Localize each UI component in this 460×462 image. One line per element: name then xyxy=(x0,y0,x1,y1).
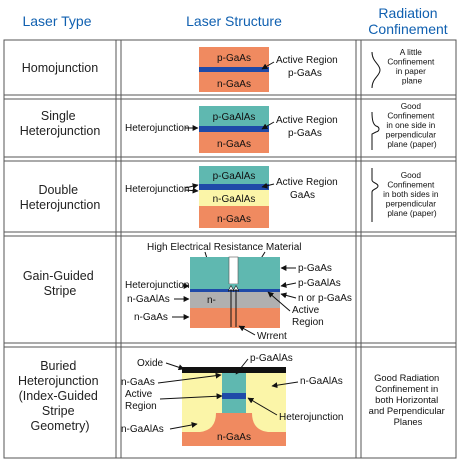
layer-p-gaalas xyxy=(222,373,246,393)
callout-n-gaas: n-GaAs xyxy=(134,312,168,323)
type-buried-heterojunction: Buried Heterojunction (Index-Guided Stri… xyxy=(18,359,102,433)
radiation-profile-single xyxy=(371,111,380,150)
active-layer xyxy=(199,184,269,190)
active-layer xyxy=(222,393,246,399)
arrow-current xyxy=(238,325,256,336)
arrow-active-region xyxy=(267,291,291,312)
active-layer xyxy=(199,67,269,72)
arrow-active-region xyxy=(261,121,275,130)
callout-active-region: Active Region xyxy=(276,177,338,188)
type-single-heterojunction: Single Heterojunction xyxy=(20,109,101,138)
layer-n-gaas xyxy=(199,206,269,228)
arrow-p-gaalas xyxy=(235,358,249,375)
layer-n-gaalas-bottom xyxy=(182,413,286,432)
callout-active-region: Active Region xyxy=(276,55,338,66)
type-homojunction: Homojunction xyxy=(22,61,98,75)
structure-double-heterojunction: p-GaAlAs n-GaAlAs n-GaAs Heterojunction … xyxy=(125,166,338,228)
callout-p-gaalas: p-GaAlAs xyxy=(250,353,293,364)
layer-n-gaalas xyxy=(199,190,269,206)
type-gain-guided-stripe: Gain-Guided Stripe xyxy=(23,269,97,298)
callout-oxide: Oxide xyxy=(137,358,164,369)
callout-p-gaas: p-GaAs xyxy=(288,128,322,139)
arrow-heterojunction-top xyxy=(184,183,199,190)
callout-active: Active xyxy=(125,389,153,400)
radiation-profile-double xyxy=(371,168,379,222)
callout-gaas: GaAs xyxy=(290,190,315,201)
callout-p-gaas: p-GaAs xyxy=(298,263,332,274)
arrow-active-region xyxy=(261,61,275,70)
header-radiation: Radiation xyxy=(378,5,437,21)
callout-n-gaalas-left: n-GaAlAs xyxy=(121,424,164,435)
callout-n-gaas: n-GaAs xyxy=(121,377,155,388)
arrow-heterojunction xyxy=(247,397,278,416)
layer-high-resistance-right xyxy=(238,257,280,284)
callout-heterojunction: Heterojunction xyxy=(279,412,343,423)
callout-n-or-p-gaas: n or p-GaAs xyxy=(298,293,352,304)
structure-single-heterojunction: p-GaAlAs n-GaAs Heterojunction Active Re… xyxy=(125,106,338,153)
arrow-p-gaalas xyxy=(280,281,297,288)
arrow-oxide xyxy=(165,362,185,371)
arrow-active-region xyxy=(159,393,223,400)
radiation-single-heterojunction: Good Confinement in one side in perpendi… xyxy=(386,101,439,149)
arrow-n-gaalas-right xyxy=(271,381,299,389)
arrow-n-gaalas-left xyxy=(169,422,198,430)
header-laser-structure: Laser Structure xyxy=(186,13,282,29)
layer-n-gaalas-right xyxy=(246,373,286,413)
layer-n-gaalas-left xyxy=(182,373,222,413)
table-grid xyxy=(3,39,457,459)
header-confinement: Confinement xyxy=(368,21,447,37)
callout-high-resistance: High Electrical Resistance Material xyxy=(147,242,302,253)
callout-p-gaalas: p-GaAlAs xyxy=(298,278,341,289)
callout-p-gaas: p-GaAs xyxy=(288,68,322,79)
callout-n-gaalas-right: n-GaAlAs xyxy=(300,376,343,387)
active-layer xyxy=(199,126,269,132)
callout-heterojunction: Heterojunction xyxy=(125,280,189,291)
callout-active-region: Active Region xyxy=(276,115,338,126)
arrow-heterojunction-bottom xyxy=(184,187,199,194)
layer-oxide xyxy=(182,367,286,373)
radiation-buried-heterojunction: Good Radiation Confinement in both Horiz… xyxy=(369,372,448,427)
layer-p-gaalas xyxy=(190,284,280,289)
stripe-contact xyxy=(228,256,239,285)
structure-buried-heterojunction: n-GaAs Oxide p-GaAlAs n-GaAs Active Regi… xyxy=(121,353,343,446)
layer-n-gaas xyxy=(199,132,269,153)
label-n-gaalas: n-GaAlAs xyxy=(213,194,256,205)
layer-n-gaas xyxy=(190,308,280,328)
radiation-double-heterojunction: Good Confinement in both sides in perpen… xyxy=(383,170,441,218)
callout-region: Region xyxy=(125,401,157,412)
label-n-gaas: n-GaAs xyxy=(217,214,251,225)
layer-p-gaalas xyxy=(199,106,269,126)
label-n-minus: n- xyxy=(207,295,216,306)
layer-n-gaas xyxy=(199,72,269,92)
layer-p-gaas xyxy=(199,47,269,67)
layer-p-gaalas xyxy=(199,166,269,184)
layer-n-gaalas-lower xyxy=(222,399,246,413)
callout-active: Active xyxy=(292,305,320,316)
callout-heterojunction: Heterojunction xyxy=(125,184,189,195)
radiation-homojunction: A little Confinement in paper plane xyxy=(387,47,436,86)
header-laser-type: Laser Type xyxy=(22,13,91,29)
radiation-profile-homojunction xyxy=(371,51,381,89)
layer-high-resistance-left xyxy=(190,257,229,284)
label-n-gaas: n-GaAs xyxy=(217,139,251,150)
label-p-gaas: p-GaAs xyxy=(217,53,251,64)
arrow-n-gaas xyxy=(157,372,222,384)
label-p-gaalas: p-GaAlAs xyxy=(213,171,256,182)
layer-n-gaalas xyxy=(190,292,280,308)
structure-homojunction: p-GaAs n-GaAs Active Region p-GaAs xyxy=(199,47,338,92)
callout-region: Region xyxy=(292,317,324,328)
callout-heterojunction: Heterojunction xyxy=(125,123,189,134)
label-p-gaalas: p-GaAlAs xyxy=(213,112,256,123)
type-double-heterojunction: Double Heterojunction xyxy=(20,183,101,212)
arrow-n-or-p-gaas xyxy=(280,292,297,299)
label-n-gaas: n-GaAs xyxy=(217,432,251,443)
arrow-active-region xyxy=(261,182,275,189)
label-n-gaas: n-GaAs xyxy=(217,79,251,90)
active-layer xyxy=(190,289,280,292)
structure-gain-guided-stripe: High Electrical Resistance Material n- H… xyxy=(125,242,352,342)
callout-n-gaalas: n-GaAlAs xyxy=(127,294,170,305)
callout-current: Wrrent xyxy=(257,331,287,342)
